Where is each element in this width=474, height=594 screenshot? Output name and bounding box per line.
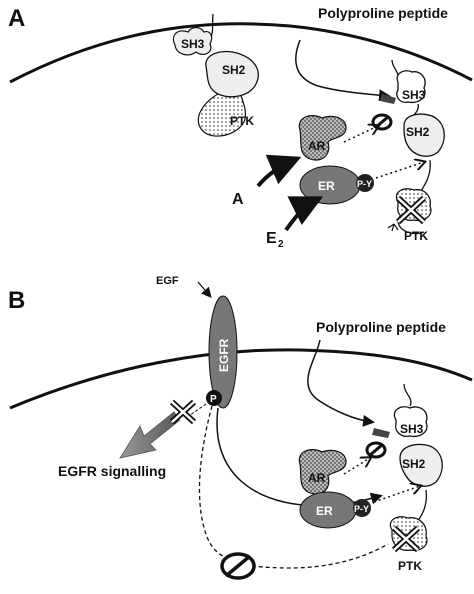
sh3-domain-top: [172, 26, 213, 56]
blocked-x-icon: [387, 195, 427, 232]
kinase-complex-b: SH3 SH2 PTK: [372, 383, 443, 573]
sh2-label-a: SH2: [406, 125, 430, 139]
egf-label: EGF: [156, 275, 179, 287]
sh3-domain-b: [393, 406, 428, 438]
signalling-label: EGFR signalling: [58, 463, 166, 479]
phosphotyrosine-a: [356, 174, 374, 192]
blocked-x-icon: [169, 399, 197, 425]
signalling-arrow: [119, 411, 181, 459]
ptk-label-top: PTK: [230, 114, 254, 128]
peptide-arrow-b: [307, 339, 375, 427]
ar-dotted-arrow-b: [343, 458, 370, 475]
py-label-a: P-Y: [357, 179, 372, 189]
sh2-domain-b: [399, 443, 443, 487]
membrane-a: [9, 22, 473, 84]
sh3-domain-a: [396, 70, 426, 104]
androgen-label: A: [232, 191, 244, 208]
er-dotted-arrow-b: [373, 486, 420, 503]
egfr-receptor: [208, 295, 238, 409]
panel-a: A Polyproline peptide SH3 PTK SH2 SH3 SH…: [8, 5, 473, 250]
sh2-label-b: SH2: [402, 457, 426, 471]
ptk-label-a: PTK: [404, 229, 428, 243]
inhibition-icon: [220, 552, 256, 580]
egf-arrow: [197, 281, 212, 298]
er-label-a: ER: [318, 179, 335, 193]
estradiol-subscript: 2: [278, 239, 284, 250]
sh3-label-top: SH3: [181, 37, 205, 51]
ar-label-b: AR: [308, 471, 326, 485]
egfr-phospho: [206, 390, 222, 406]
ptk-dashed-arrow: [198, 405, 389, 569]
sh3-label-b: SH3: [400, 422, 424, 436]
ar-receptor-a: [298, 115, 347, 161]
egfr-label: EGFR: [217, 338, 231, 372]
er-label-b: ER: [316, 504, 333, 518]
androgen-arrow: [256, 154, 302, 188]
panel-a-title: Polyproline peptide: [318, 5, 448, 21]
phosphotyrosine-b: [353, 499, 371, 517]
kinase-complex-top: SH3 PTK SH2: [172, 13, 259, 137]
sh2-domain-a: [403, 113, 445, 157]
peptide-bound-b: [372, 428, 390, 438]
egfr-to-sh2-arrow: [216, 407, 383, 507]
panel-b: B EGF Polyproline peptide EGFR P EGFR si…: [8, 275, 473, 580]
er-dotted-arrow: [375, 162, 424, 179]
ar-label-a: AR: [308, 139, 326, 153]
peptide-bound-a: [380, 94, 396, 104]
sh2-label-top: SH2: [222, 63, 246, 77]
ar-dotted-arrow: [343, 126, 378, 143]
sh3-label-a: SH3: [402, 88, 426, 102]
py-label-b: P-Y: [354, 504, 369, 514]
phospho-label: P: [210, 394, 217, 405]
panel-a-label: A: [8, 5, 25, 32]
ptk-label-b: PTK: [398, 559, 422, 573]
ar-receptor-b: [298, 449, 347, 495]
panel-b-label: B: [8, 287, 25, 314]
peptide-arrow-a: [295, 39, 391, 102]
sh2-domain-top: [205, 51, 259, 98]
estradiol-arrow: [284, 196, 324, 232]
kinase-complex-a: SH3 SH2 PTK: [380, 59, 445, 243]
blocked-x-icon: [391, 525, 421, 553]
inhibition-icon: [365, 441, 387, 459]
membrane-b: [9, 348, 473, 410]
estradiol-label: E: [266, 230, 277, 247]
panel-b-title: Polyproline peptide: [316, 319, 446, 335]
